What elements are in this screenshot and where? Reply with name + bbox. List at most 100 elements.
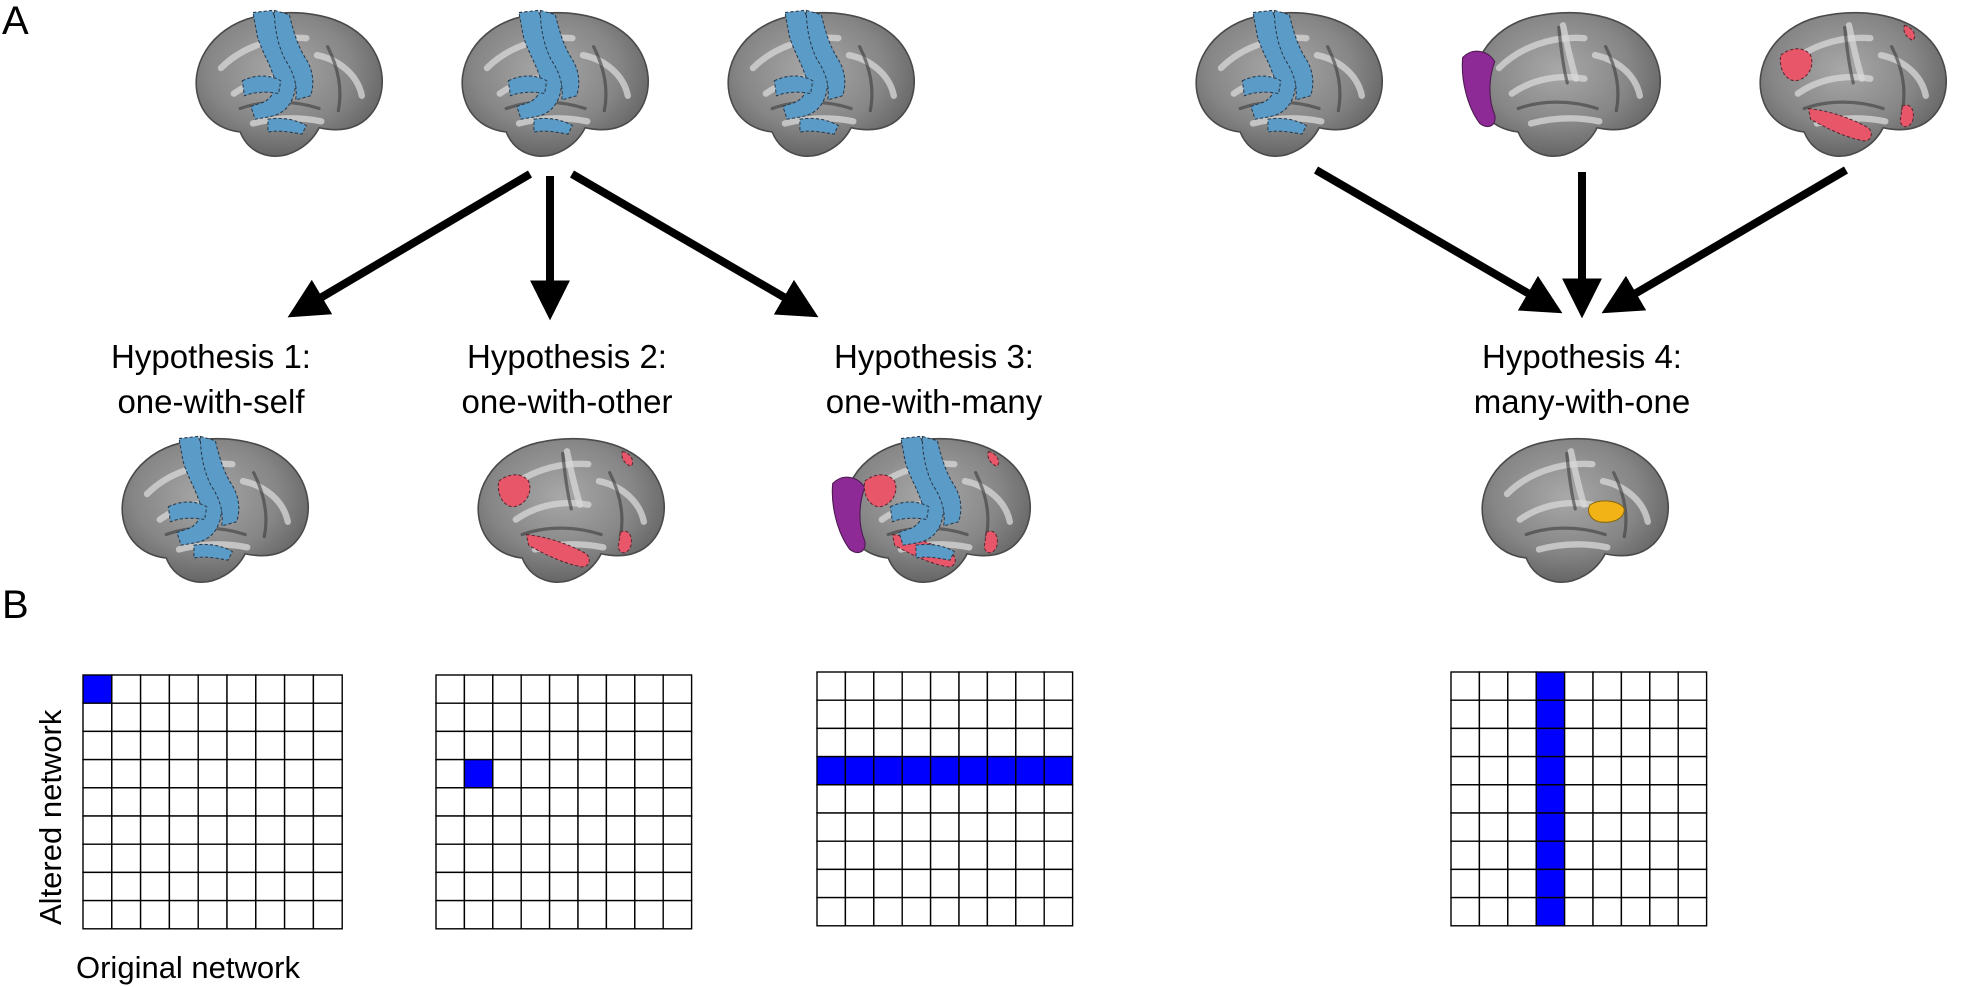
matrix-cell	[463, 702, 494, 733]
matrix-cell	[548, 730, 579, 761]
matrix-cell	[139, 871, 171, 902]
matrix-cell	[634, 758, 664, 789]
matrix-cell	[435, 899, 466, 930]
matrix-cell	[492, 730, 522, 761]
matrix-cell	[844, 671, 875, 701]
matrix-cell	[312, 758, 343, 789]
matrix-cell	[463, 871, 494, 902]
matrix-cell	[844, 699, 875, 730]
matrix-cell	[492, 702, 522, 733]
matrix-cell	[1507, 840, 1537, 871]
matrix-cell-highlighted	[463, 758, 494, 789]
matrix-cell	[520, 815, 551, 845]
matrix-cell	[168, 871, 199, 902]
matrix-cell	[435, 815, 466, 845]
matrix-cell	[463, 843, 494, 874]
matrix-cell-highlighted	[929, 755, 960, 786]
matrix-cell	[844, 868, 875, 899]
matrix-cell	[1563, 784, 1594, 814]
hypothesis-1-subtitle: one-with-self	[117, 383, 305, 420]
matrix-cell	[492, 899, 522, 930]
matrix-cell	[82, 871, 113, 902]
matrix-hypothesis-1	[82, 674, 343, 930]
matrix-cell	[1649, 840, 1679, 871]
matrix-cell	[1043, 868, 1074, 899]
matrix-cell	[986, 727, 1017, 758]
matrix-cell	[1649, 671, 1679, 701]
matrix-cell-highlighted	[82, 674, 113, 704]
matrix-cell	[82, 702, 113, 733]
matrix-cell	[1592, 784, 1623, 814]
matrix-cell	[1620, 727, 1651, 758]
matrix-cell	[958, 699, 989, 730]
matrix-cell	[139, 843, 171, 874]
matrix-cell	[492, 815, 522, 845]
arrow-to-h3	[569, 170, 819, 318]
matrix-cell	[958, 868, 989, 899]
brain-source-1	[196, 10, 382, 156]
matrix-cell	[873, 812, 903, 842]
matrix-cell	[283, 815, 315, 845]
matrix-cell	[111, 871, 142, 902]
matrix-cell-highlighted	[1535, 812, 1566, 842]
x-axis-label: Original network	[76, 950, 300, 985]
matrix-cell	[986, 840, 1017, 871]
matrix-cell	[312, 815, 343, 845]
matrix-cell	[1649, 868, 1679, 899]
matrix-cell	[226, 815, 257, 845]
matrix-cell-highlighted	[986, 755, 1017, 786]
brain-source-2	[462, 10, 648, 156]
brain-source-3	[728, 10, 914, 156]
matrix-cell-highlighted	[1535, 699, 1566, 730]
matrix-cell	[82, 758, 113, 789]
hypothesis-2-title: Hypothesis 2:	[467, 338, 667, 375]
matrix-cell	[1592, 840, 1623, 871]
matrix-cell	[520, 674, 551, 704]
matrix-cell	[929, 699, 960, 730]
matrix-cell	[197, 871, 228, 902]
hypothesis-2-subtitle: one-with-other	[462, 383, 673, 420]
matrix-cell	[958, 727, 989, 758]
matrix-cell	[844, 784, 875, 814]
matrix-cell	[1677, 755, 1708, 786]
matrix-cell	[435, 702, 466, 733]
matrix-cell	[520, 758, 551, 789]
matrix-cell	[1620, 671, 1651, 701]
matrix-cell	[520, 787, 551, 817]
matrix-cell	[1563, 727, 1594, 758]
matrix-cell	[139, 702, 171, 733]
matrix-cell	[548, 702, 579, 733]
matrix-cell	[111, 899, 142, 930]
matrix-cell	[255, 787, 286, 817]
matrix-cell	[197, 899, 228, 930]
matrix-cell	[226, 899, 257, 930]
matrix-cell-highlighted	[816, 755, 847, 786]
matrix-cell	[634, 787, 664, 817]
matrix-cell	[873, 896, 903, 927]
matrix-cell-highlighted	[1535, 671, 1566, 701]
matrix-cell	[1507, 671, 1537, 701]
matrix-cell	[492, 871, 522, 902]
matrix-cell	[111, 815, 142, 845]
matrix-cell	[986, 896, 1017, 927]
matrix-cell	[1043, 727, 1074, 758]
matrix-cell	[1563, 671, 1594, 701]
matrix-cell	[492, 674, 522, 704]
matrix-cell	[1592, 812, 1623, 842]
matrix-cell	[435, 758, 466, 789]
matrix-cell	[226, 758, 257, 789]
matrix-cell	[197, 758, 228, 789]
matrix-cell	[958, 896, 989, 927]
matrix-cell	[226, 787, 257, 817]
matrix-cell	[873, 699, 903, 730]
matrix-cell	[929, 840, 960, 871]
matrix-cell	[605, 758, 636, 789]
matrix-cell	[901, 840, 932, 871]
brain-outcome-2	[478, 439, 664, 582]
matrix-cell	[283, 787, 315, 817]
matrix-cell	[435, 730, 466, 761]
matrix-cell	[605, 815, 636, 845]
matrix-cell	[577, 815, 608, 845]
matrix-cell	[577, 730, 608, 761]
matrix-cell	[1478, 896, 1509, 927]
